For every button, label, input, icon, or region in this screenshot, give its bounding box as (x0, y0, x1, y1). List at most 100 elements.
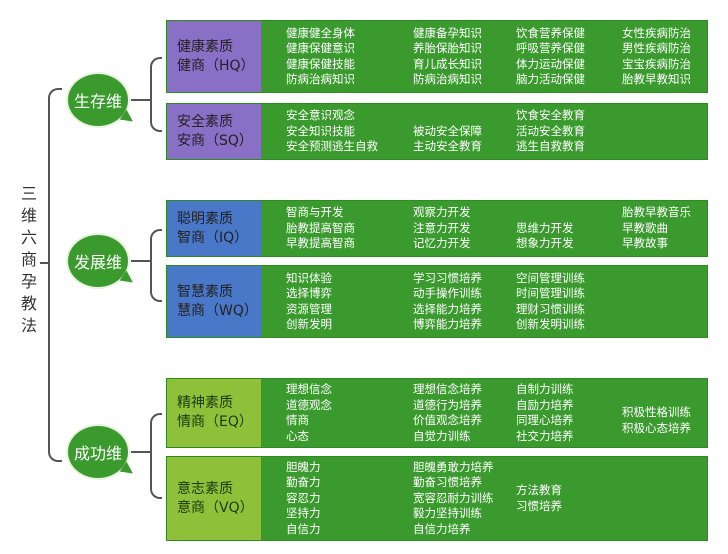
group-bubble: 发展维 (66, 233, 137, 289)
topic-item: 活动安全教育 (516, 123, 585, 138)
quotient-row: 智慧素质慧商（WQ） (166, 265, 708, 338)
topic-item: 自信力 (286, 521, 321, 536)
topic-item: 方法教育 (516, 483, 562, 497)
topic-column: 健康健全身体健康保健意识健康保健技能防病治病知识 (286, 26, 355, 88)
root-title-char: 商 (20, 250, 37, 269)
topic-column: 积极性格训练积极心态培养 (622, 390, 691, 437)
topic-item: 安全知识技能 (286, 123, 355, 138)
topic-item (622, 390, 691, 406)
topic-item: 空间管理训练 (516, 270, 585, 285)
topic-item: 饮食安全教育 (516, 108, 585, 123)
topic-item: 心态 (286, 428, 309, 443)
quotient-label-line: 智慧素质 (177, 283, 233, 300)
topic-column: 饮食安全教育活动安全教育逃生自救教育 (516, 108, 585, 155)
group-bubble: 成功维 (66, 424, 137, 480)
topic-item: 积极性格训练 (622, 405, 691, 420)
topic-item: 健康保健意识 (286, 41, 355, 55)
quotient-label-line: 健康素质 (177, 38, 233, 55)
quotient-label-line: 意商（VQ） (177, 499, 254, 516)
root-title-char: 法 (20, 316, 37, 335)
topic-item: 男性疾病防治 (622, 41, 691, 55)
quotient-row: 聪明素质智商（IQ） (166, 200, 708, 257)
quotient-label: 智慧素质慧商（WQ） (167, 266, 261, 337)
topic-item (516, 205, 574, 221)
topic-item: 胆魄勇敢力培养 (413, 459, 494, 474)
quotient-row: 健康素质健商（HQ） (166, 20, 708, 93)
topic-item: 资源管理 (286, 301, 332, 316)
topic-item: 脑力活动保健 (516, 72, 585, 86)
topic-item: 智商与开发 (286, 205, 344, 220)
topic-column: 健康备孕知识养胎保胎知识育儿成长知识防病治病知识 (413, 26, 482, 88)
root-title-char: 三 (20, 184, 37, 203)
group-connector (131, 260, 151, 262)
topic-item: 早教歌曲 (622, 220, 668, 235)
topic-column: 女性疾病防治男性疾病防治宝宝疾病防治胎教早教知识 (622, 26, 691, 88)
topic-column: 空间管理训练时间管理训练理财习惯训练创新发明训练 (516, 271, 585, 333)
topic-column: 智商与开发胎教提高智商早教提高智商 (286, 205, 355, 252)
group-connector (131, 99, 151, 101)
quotient-label-line: 情商（EQ） (177, 414, 253, 430)
topic-item: 主动安全教育 (413, 139, 482, 154)
topic-item: 毅力坚持训练 (413, 506, 482, 521)
topic-item: 胎教早教知识 (622, 72, 691, 86)
topic-item: 创新发明 (286, 317, 332, 331)
topic-column: 理想信念培养道德行为培养价值观念培养自觉力训练 (413, 382, 482, 444)
quotient-row: 精神素质情商（EQ） (166, 378, 708, 448)
topic-column: 胆魄力勤奋力容忍力坚持力自信力 (286, 460, 321, 538)
root-title: 三维六商孕教法 (16, 183, 42, 337)
bubble-tail (119, 270, 137, 288)
quotient-label-line: 健商（HQ） (177, 57, 255, 74)
topic-item: 安全预测逃生自救 (286, 139, 378, 154)
quotient-label: 健康素质健商（HQ） (167, 21, 261, 92)
quotient-label-line: 安全素质 (177, 113, 233, 130)
topic-column: 知识体验选择博弈资源管理创新发明 (286, 271, 332, 333)
group-brace (150, 413, 162, 499)
topic-item: 育儿成长知识 (413, 56, 482, 71)
quotient-label-line: 意志素质 (177, 480, 233, 497)
topic-item: 防病治病知识 (413, 72, 482, 86)
group-connector (131, 451, 151, 453)
topic-item: 理想信念培养 (413, 382, 482, 396)
topic-item: 注意力开发 (413, 220, 471, 235)
bubble-tail (119, 109, 137, 127)
quotient-label-line: 慧商（WQ） (177, 302, 258, 319)
topic-item: 道德行为培养 (413, 397, 482, 412)
topic-item: 选择博弈 (286, 286, 332, 300)
quotient-row: 意志素质意商（VQ） (166, 456, 708, 541)
topic-item: 自励力培养 (516, 397, 574, 412)
topic-column: 学习习惯培养动手操作训练选择能力培养博弈能力培养 (413, 271, 482, 333)
topic-item: 女性疾病防治 (622, 25, 691, 40)
quotient-label-line: 精神素质 (177, 395, 233, 411)
group-brace (150, 56, 162, 132)
topic-item: 情商 (286, 413, 309, 427)
quotient-label-line: 聪明素质 (177, 210, 233, 227)
topic-column: 被动安全保障主动安全教育 (413, 108, 482, 155)
topic-item: 容忍力 (286, 490, 321, 505)
topic-item: 思维力开发 (516, 220, 574, 235)
topic-item: 观察力开发 (413, 205, 471, 220)
topic-item: 知识体验 (286, 270, 332, 285)
topic-item: 健康备孕知识 (413, 25, 482, 40)
topic-column: 安全意识观念安全知识技能安全预测逃生自救 (286, 108, 378, 155)
quotient-label: 安全素质安商（SQ） (167, 104, 261, 159)
topic-item: 宝宝疾病防治 (622, 56, 691, 71)
topic-item: 理想信念 (286, 382, 332, 396)
root-connector (40, 262, 50, 264)
quotient-row: 安全素质安商（SQ） (166, 103, 708, 160)
topic-column: 饮食营养保健呼吸营养保健体力运动保健脑力活动保健 (516, 26, 585, 88)
topic-column: 自制力训练自励力培养同理心培养社交力培养 (516, 382, 574, 444)
root-brace (48, 88, 62, 462)
topic-item: 防病治病知识 (286, 72, 355, 86)
quotient-label: 聪明素质智商（IQ） (167, 201, 261, 256)
topic-item: 博弈能力培养 (413, 317, 482, 331)
topic-column: 胆魄勇敢力培养勤奋习惯培养宽容忍耐力训练毅力坚持训练自信力培养 (413, 460, 494, 538)
topic-item: 创新发明训练 (516, 317, 585, 331)
bubble-tail (119, 461, 137, 479)
topic-item: 养胎保胎知识 (413, 41, 482, 55)
topic-item: 早教故事 (622, 236, 668, 251)
group-name: 生存维 (73, 92, 122, 111)
topic-column: 思维力开发想象力开发 (516, 205, 574, 252)
topic-item: 同理心培养 (516, 413, 574, 427)
topic-item: 学习习惯培养 (413, 270, 482, 285)
topic-item: 胆魄力 (286, 459, 321, 474)
